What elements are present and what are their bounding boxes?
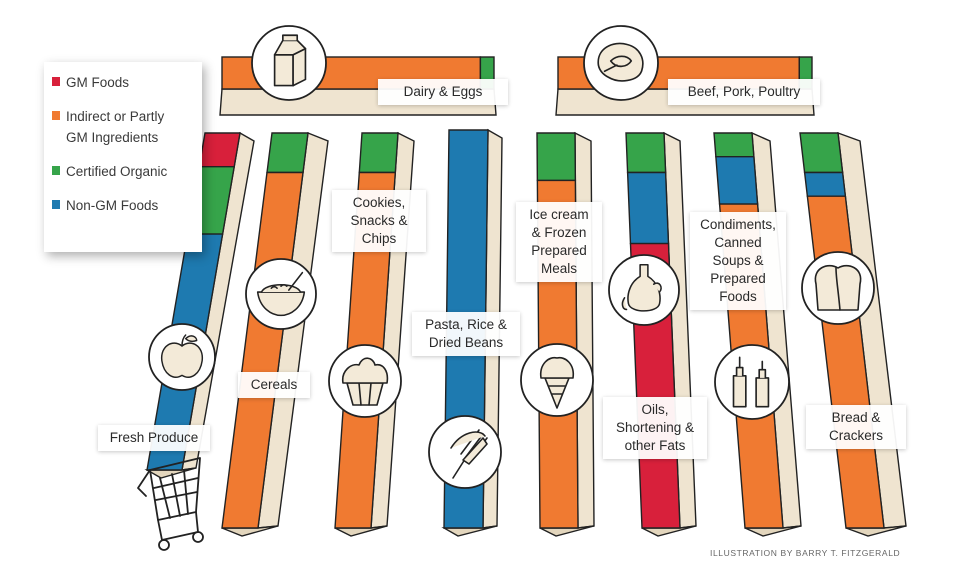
category-label-8: Condiments, Canned Soups & Prepared Food…: [690, 212, 786, 310]
legend-item-indirect: Indirect or Partly GM Ingredients: [52, 106, 202, 148]
bar-segment-organic: [536, 132, 577, 182]
legend-swatch-indirect: [52, 111, 60, 120]
shopping-cart-icon: [137, 457, 204, 551]
bar-segment-nongm: [803, 171, 847, 197]
legend-label-nongm: Non-GM Foods: [66, 198, 159, 213]
apple-icon: [148, 323, 216, 391]
legend-swatch-nongm: [52, 200, 60, 209]
legend-label-organic: Certified Organic: [66, 164, 168, 179]
steak-icon: [583, 25, 659, 101]
ice-cream-cone-icon: [520, 343, 594, 417]
illustration-credit: ILLUSTRATION BY BARRY T. FITZGERALD: [710, 548, 901, 558]
oil-bottle-icon: [608, 254, 680, 326]
category-label-5: Pasta, Rice & Dried Beans: [412, 312, 520, 356]
milk-carton-icon: [251, 25, 327, 101]
bar-segment-organic: [266, 132, 309, 174]
bar-segment-nongm: [715, 155, 759, 205]
category-label-9: Bread & Crackers: [806, 405, 906, 449]
pasta-fork-icon: [428, 415, 502, 489]
legend-item-gm: GM Foods: [52, 72, 202, 93]
legend-swatch-organic: [52, 166, 60, 175]
bar-segment-organic: [713, 132, 755, 158]
column-7: [625, 131, 697, 537]
legend: GM Foods Indirect or Partly GM Ingredien…: [44, 62, 202, 252]
bread-loaf-icon: [801, 251, 875, 325]
column-6: [536, 131, 595, 537]
category-label-2: Fresh Produce: [98, 425, 210, 451]
category-label-1: Beef, Pork, Poultry: [668, 79, 820, 105]
legend-swatch-gm: [52, 77, 60, 86]
cupcake-icon: [328, 344, 402, 418]
category-label-7: Oils, Shortening & other Fats: [603, 397, 707, 459]
legend-label-gm: GM Foods: [66, 75, 130, 90]
bar-segment-organic: [625, 132, 667, 174]
column-8: [713, 131, 802, 537]
legend-item-nongm: Non-GM Foods: [52, 195, 202, 216]
bar-segment-organic: [799, 132, 844, 174]
legend-item-organic: Certified Organic: [52, 161, 202, 182]
cereal-bowl-icon: [245, 258, 317, 330]
legend-label-indirect: Indirect or Partly GM Ingredients: [66, 109, 165, 145]
bar-segment-gm: [198, 132, 241, 168]
column-9: [799, 131, 907, 537]
category-label-6: Ice cream & Frozen Prepared Meals: [516, 202, 602, 282]
category-label-3: Cereals: [238, 372, 310, 398]
bar-segment-organic: [358, 132, 399, 174]
category-label-4: Cookies, Snacks & Chips: [332, 190, 426, 252]
condiment-bottles-icon: [714, 344, 790, 420]
bar-segment-nongm: [626, 171, 670, 245]
category-label-0: Dairy & Eggs: [378, 79, 508, 105]
